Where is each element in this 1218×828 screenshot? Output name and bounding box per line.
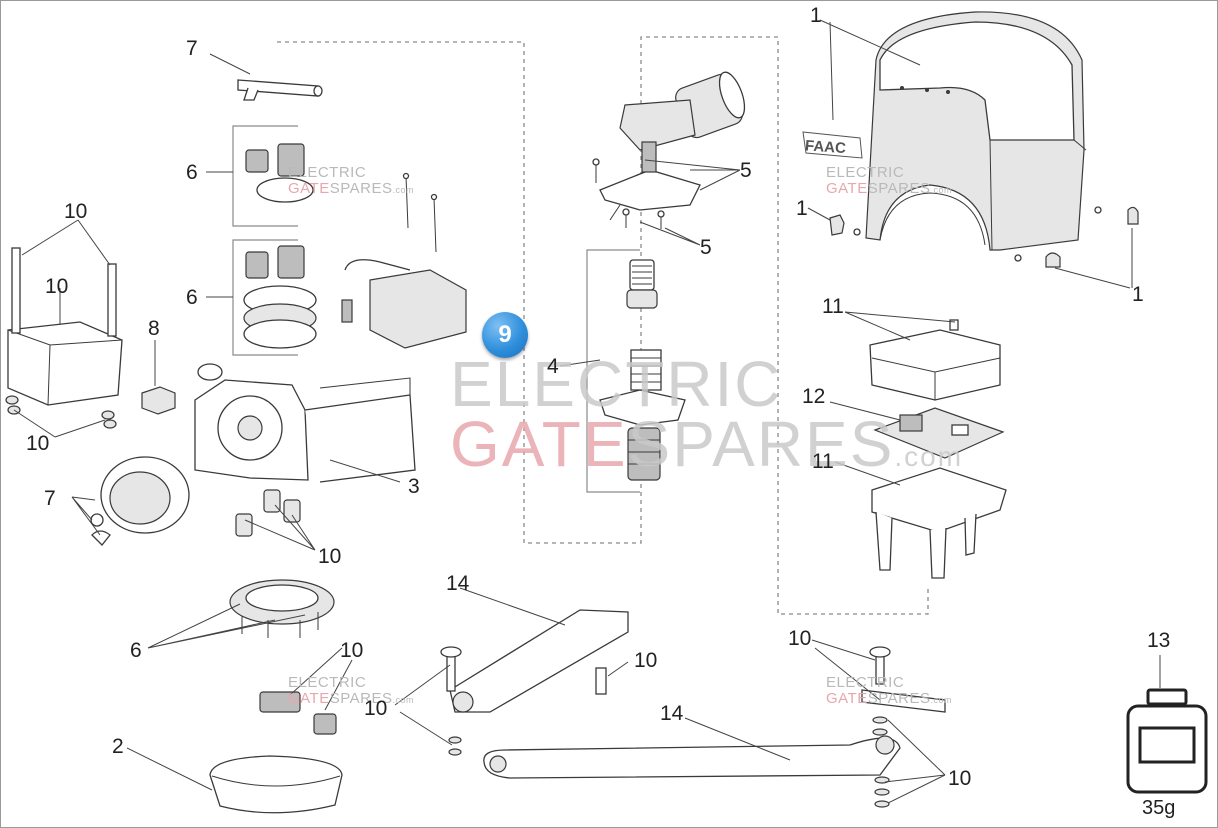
callout-label: 10 <box>318 545 342 568</box>
highlight-badge[interactable]: 9 <box>482 312 528 358</box>
bearing-ring <box>229 579 335 638</box>
transformer <box>341 259 467 349</box>
callout-label: 11 <box>812 450 834 473</box>
gearmotor-assembly <box>599 71 746 221</box>
watermark-small-4: ELECTRIC GATESPARES.com <box>826 674 952 707</box>
callout-label: 6 <box>186 286 198 309</box>
callout-label: 10 <box>340 639 364 662</box>
gear-set-top <box>245 143 314 203</box>
callout-label: 14 <box>660 702 684 725</box>
callout-label: 10 <box>788 627 812 650</box>
callout-label: 10 <box>64 200 88 223</box>
gear-set-bottom <box>243 245 317 349</box>
mounting-plate <box>7 247 123 406</box>
release-lock <box>90 456 190 546</box>
cover-clips <box>829 206 1139 268</box>
grease-jar-icon <box>1126 688 1208 794</box>
callout-label: 1 <box>796 197 808 220</box>
callout-label: 13 <box>1147 629 1171 652</box>
watermark-small-3: ELECTRIC GATESPARES.com <box>288 674 414 707</box>
arm-lower <box>483 735 901 779</box>
callout-label: 6 <box>186 161 198 184</box>
leader-lines <box>13 19 1161 804</box>
arm-pins <box>440 646 891 695</box>
limit-switches <box>259 691 337 735</box>
callout-label: 8 <box>148 317 160 340</box>
housing-cover <box>865 11 1087 251</box>
faac-logo-badge: FAAC <box>802 131 863 159</box>
callout-label: 5 <box>700 236 712 259</box>
callout-label: 14 <box>446 572 470 595</box>
terminal-block <box>141 386 176 415</box>
bracket-6a <box>232 125 298 227</box>
bracket-4 <box>586 249 640 493</box>
callout-label: 10 <box>948 767 972 790</box>
watermark-small-2: ELECTRIC GATESPARES.com <box>826 164 952 197</box>
callout-label: 10 <box>634 649 658 672</box>
arm-upper <box>449 609 629 713</box>
callout-label: 10 <box>364 697 388 720</box>
callout-label: 7 <box>186 37 198 60</box>
callout-label: 5 <box>740 159 752 182</box>
callout-label: 10 <box>45 275 69 298</box>
control-board <box>873 407 1005 459</box>
rods <box>402 172 438 253</box>
board-cover-top <box>869 319 1001 401</box>
clutch-assembly <box>599 259 686 481</box>
svg-text:FAAC: FAAC <box>805 137 847 157</box>
callout-label: 1 <box>1132 283 1144 306</box>
watermark-small-1: ELECTRIC GATESPARES.com <box>288 164 414 197</box>
release-handle <box>237 79 323 101</box>
callout-label: 6 <box>130 639 142 662</box>
callout-label: 10 <box>26 432 50 455</box>
dashed-group-box <box>277 36 929 615</box>
callout-label: 3 <box>408 475 420 498</box>
callout-label: 1 <box>810 4 822 27</box>
watermark-large: ELECTRIC GATESPARES.com <box>450 348 964 480</box>
board-base <box>871 467 1007 579</box>
callout-label: 4 <box>547 355 559 378</box>
callout-label: 11 <box>822 295 844 318</box>
callout-label: 7 <box>44 487 56 510</box>
grease-weight-label: 35g <box>1142 797 1176 819</box>
base-cap <box>209 755 343 814</box>
motor-casing <box>194 363 416 483</box>
callout-label: 12 <box>802 385 826 408</box>
cable-glands <box>235 489 301 537</box>
gearmotor-screws <box>592 158 665 229</box>
callout-label: 2 <box>112 735 124 758</box>
arm-bracket <box>861 689 946 713</box>
